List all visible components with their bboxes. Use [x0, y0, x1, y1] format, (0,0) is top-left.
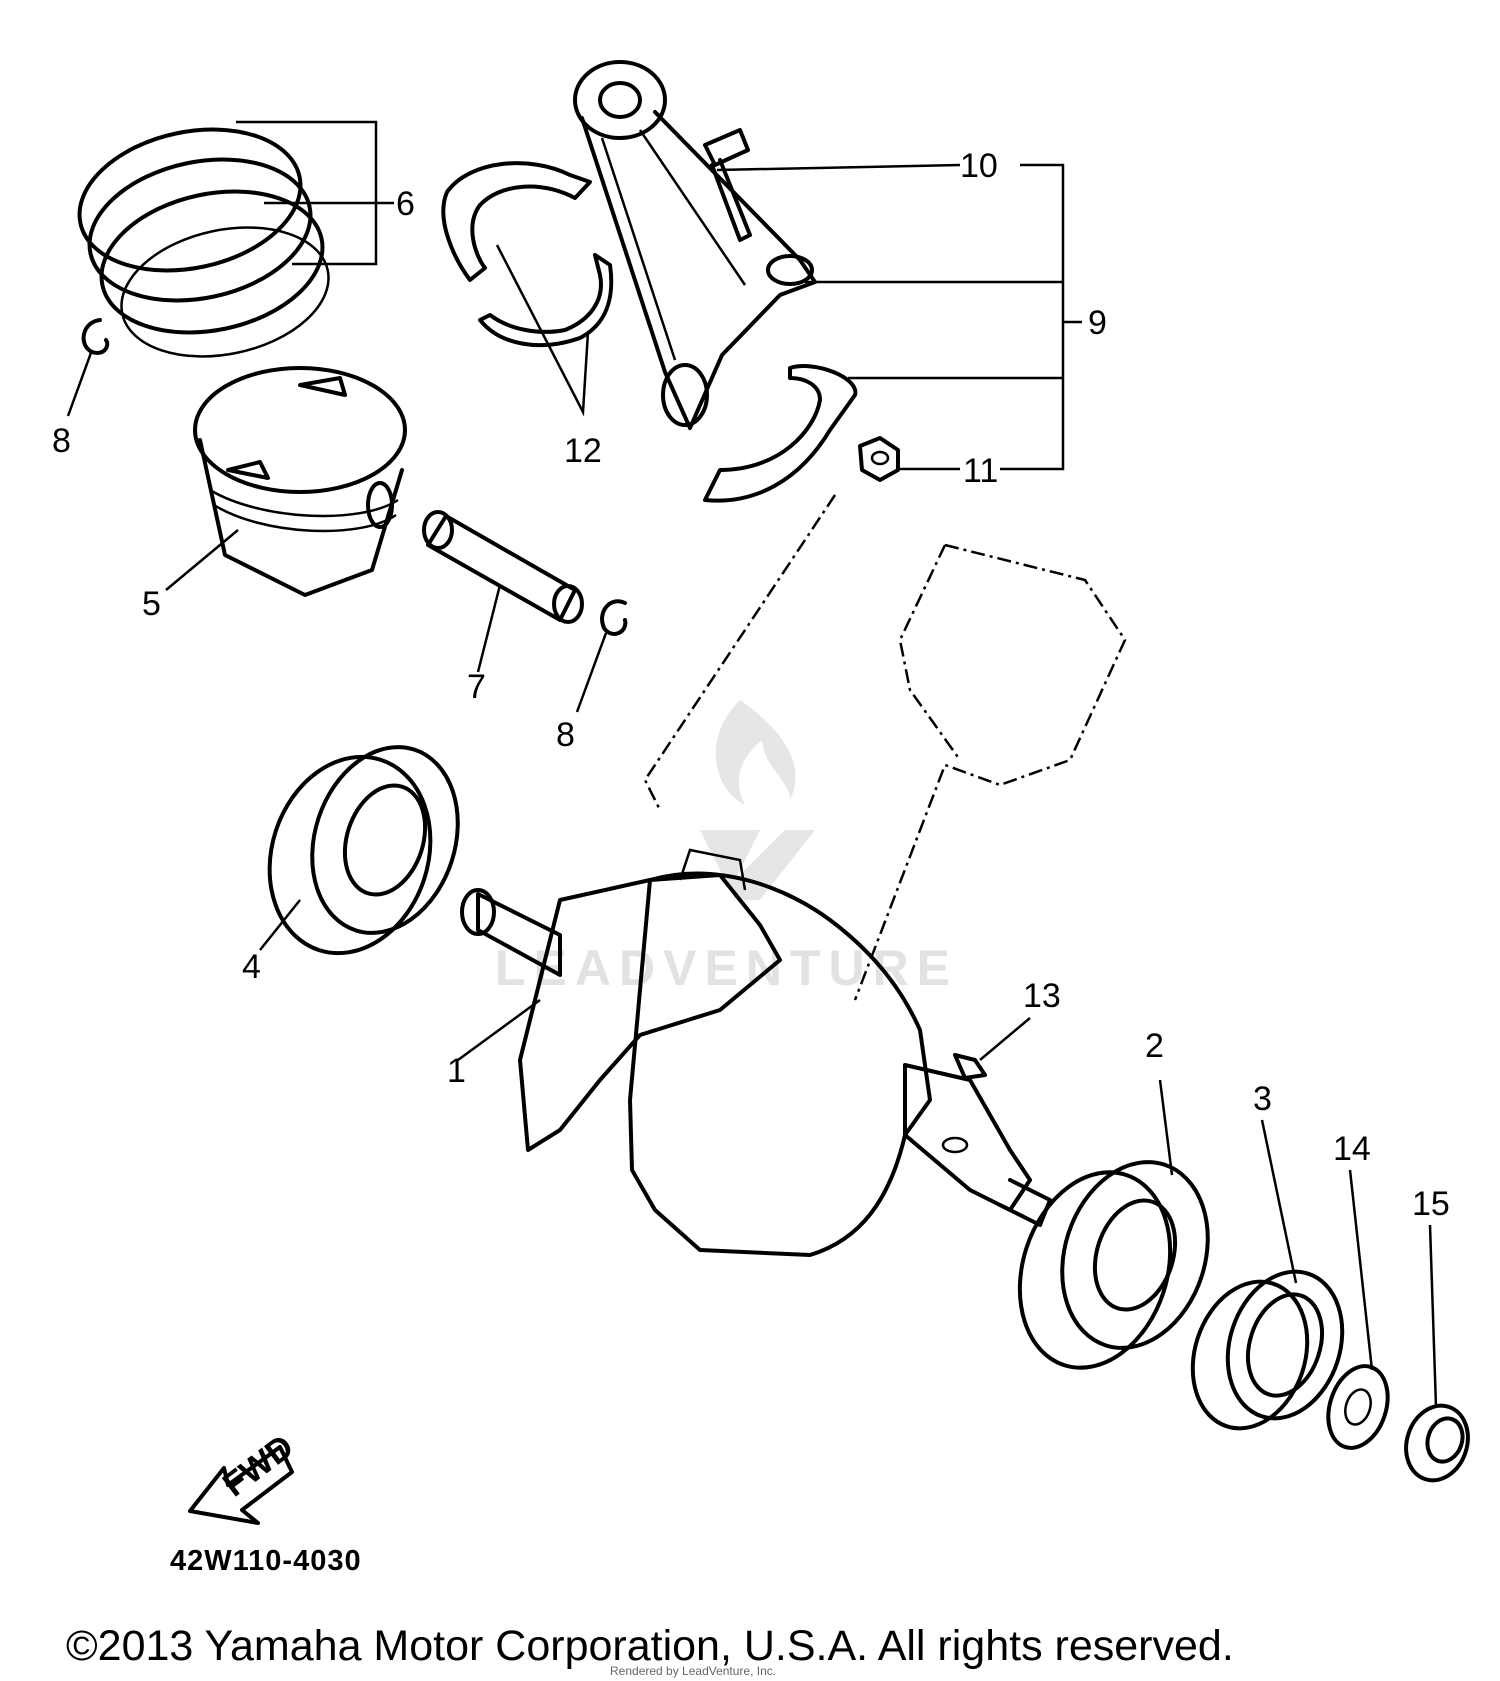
callout-12: 12	[564, 432, 602, 470]
crank-nut	[1404, 1403, 1470, 1483]
callout-9: 9	[1088, 304, 1107, 342]
leader-lines	[66, 120, 1438, 1408]
callout-13: 13	[1023, 977, 1061, 1015]
circlip-right	[600, 599, 628, 636]
bearing-left	[267, 745, 460, 956]
copyright-notice: ©2013 Yamaha Motor Corporation, U.S.A. A…	[66, 1622, 1234, 1670]
callout-5: 5	[142, 585, 161, 623]
callout-15: 15	[1412, 1185, 1450, 1223]
fwd-arrow-icon: FWD	[188, 1427, 301, 1525]
callout-1: 1	[447, 1052, 466, 1090]
woodruff-key	[953, 1053, 987, 1080]
crankshaft	[460, 848, 1052, 1257]
bearing-halves	[441, 161, 614, 348]
callout-2: 2	[1145, 1027, 1164, 1065]
rod-nut	[858, 436, 900, 482]
callout-10: 10	[960, 147, 998, 185]
fwd-label: FWD	[216, 1427, 301, 1504]
callout-3: 3	[1253, 1080, 1272, 1118]
callout-6: 6	[396, 185, 415, 223]
washer	[1326, 1364, 1390, 1450]
callout-14: 14	[1333, 1130, 1371, 1168]
callout-8-right: 8	[556, 716, 575, 754]
callout-8-left: 8	[52, 422, 71, 460]
roller-bearing	[1190, 1269, 1345, 1431]
callout-4: 4	[242, 948, 261, 986]
diagram-part-number: 42W110-4030	[170, 1545, 362, 1577]
piston-rings	[77, 127, 330, 358]
connecting-rod	[573, 60, 817, 430]
circlip-left	[81, 318, 110, 355]
watermark-text: LEADVENTURE	[495, 940, 958, 996]
rod-bolt	[703, 128, 752, 242]
piston	[193, 366, 407, 597]
callout-labels: 1 2 3 4 5 6 7 8 8 9 10 11 12 13 14 15	[52, 147, 1450, 1223]
bearing-right	[1017, 1160, 1210, 1370]
callout-7: 7	[467, 668, 486, 706]
watermark-footer: Rendered by LeadVenture, Inc.	[610, 1664, 777, 1678]
piston-pin	[422, 510, 584, 624]
rod-cap	[703, 364, 858, 503]
callout-11: 11	[963, 452, 998, 490]
